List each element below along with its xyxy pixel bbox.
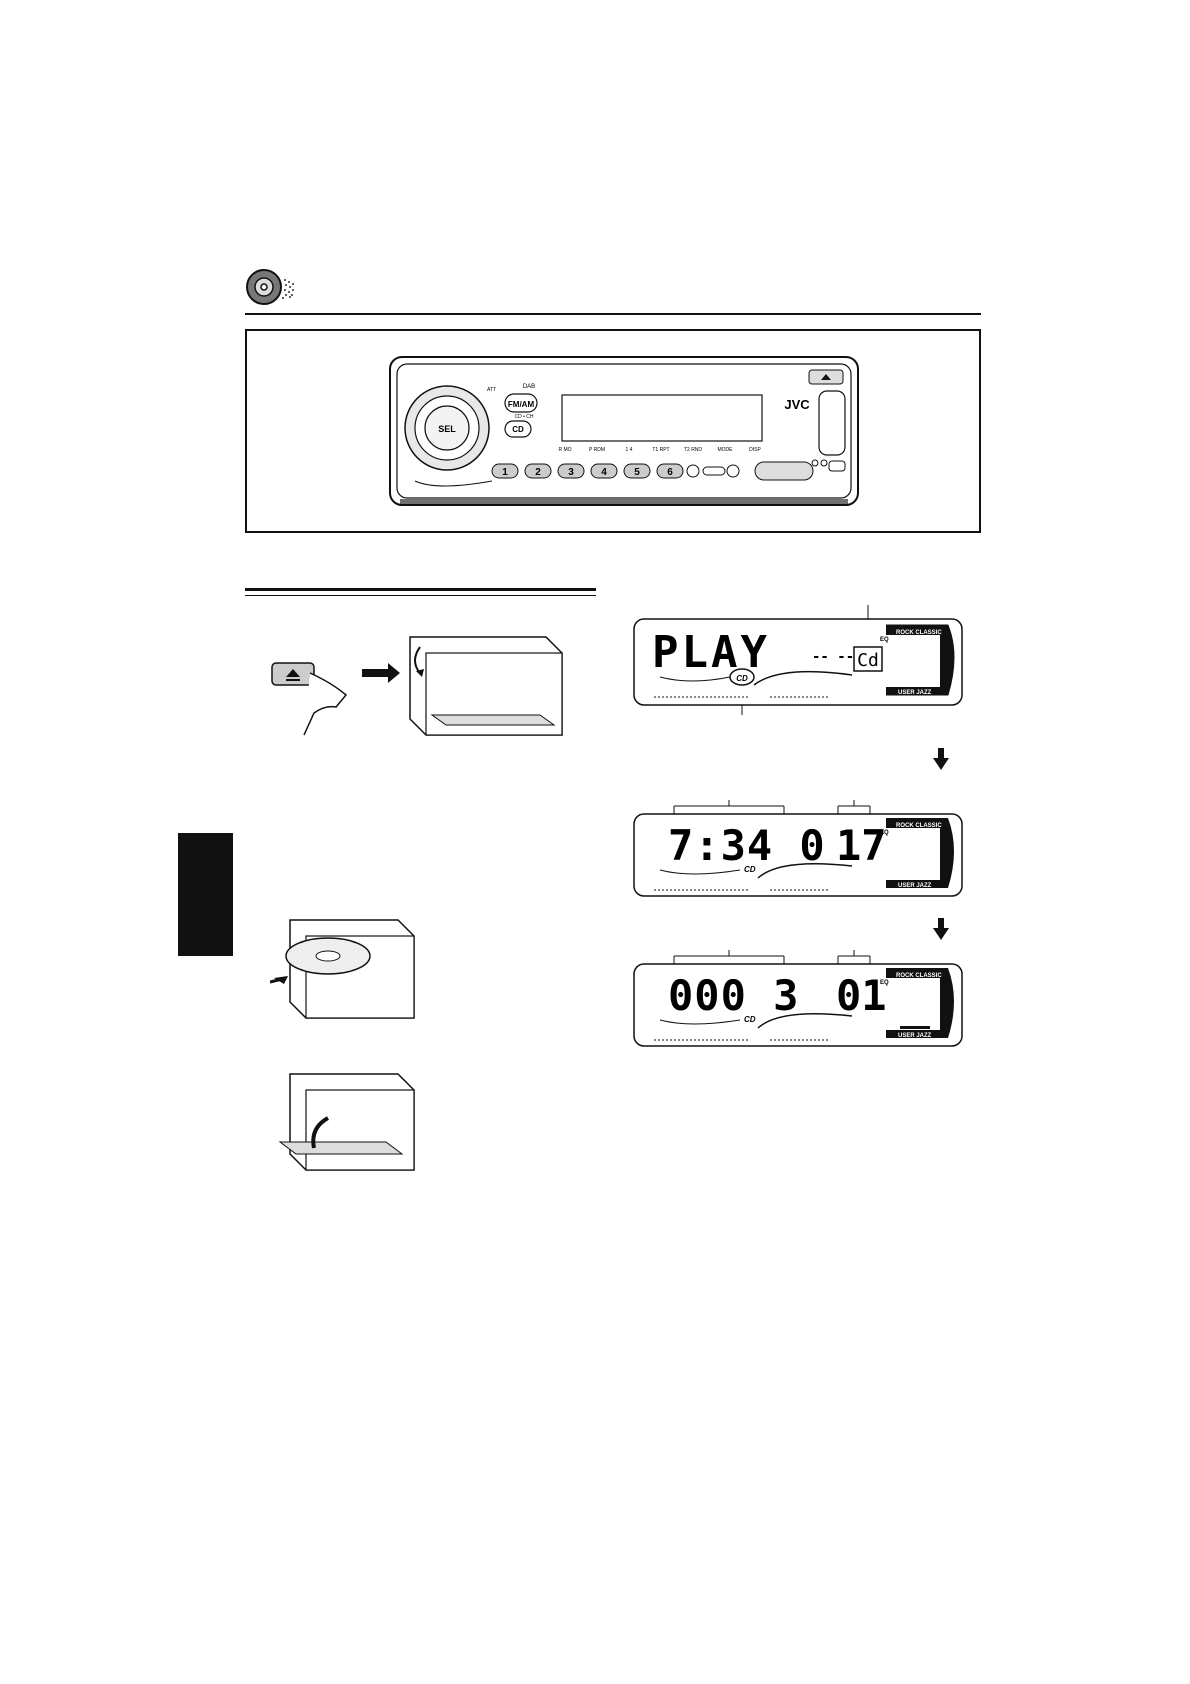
display-aux-text: -- --	[812, 649, 854, 665]
faceplate-illustration-frame: SEL FM/AM DAB CD CD • CH ATT JVC R MO P …	[245, 329, 981, 533]
rock-classic-label: ROCK CLASSIC	[896, 973, 942, 979]
eq-label: EQ	[880, 980, 889, 986]
preset-button-4[interactable]: 4	[601, 467, 607, 478]
down-arrow-icon	[933, 748, 949, 770]
jvc-logo: JVC	[784, 397, 810, 412]
display-main-text: PLAY	[652, 627, 770, 678]
preset-button-5[interactable]: 5	[634, 467, 640, 478]
preset-label-3: 1 4	[626, 447, 633, 453]
preset-label-4: T1 RPT	[652, 447, 669, 453]
display-play: PLAY -- -- Cd CD ROCK CLASSIC USER JAZZ …	[630, 595, 966, 715]
mode-label: MODE	[718, 447, 734, 453]
preset-label-2: P RDM	[589, 447, 605, 453]
preset-label-1: R MO	[558, 447, 571, 453]
cd-logo-text: CD	[744, 865, 756, 874]
eq-label: EQ	[880, 637, 889, 643]
sel-button-label[interactable]: SEL	[438, 424, 456, 434]
att-label: ATT	[487, 387, 496, 393]
close-arrow-icon	[311, 1116, 330, 1149]
header-rule	[245, 313, 981, 315]
preset-button-6[interactable]: 6	[667, 467, 673, 478]
user-jazz-label: USER JAZZ	[898, 1033, 932, 1039]
fm-am-button-label[interactable]: FM/AM	[508, 400, 535, 409]
cd-logo-text: CD	[736, 674, 748, 683]
user-jazz-label: USER JAZZ	[898, 690, 932, 696]
display-aux-text: 01	[836, 971, 887, 1020]
eject-icon	[286, 669, 300, 677]
preset-button-1[interactable]: 1	[502, 467, 508, 478]
car-stereo-faceplate: SEL FM/AM DAB CD CD • CH ATT JVC R MO P …	[389, 356, 859, 506]
preset-button-3[interactable]: 3	[568, 467, 574, 478]
display-main-text: 7:34 0	[668, 821, 826, 870]
preset-button-2[interactable]: 2	[535, 467, 541, 478]
cd-ch-label: CD • CH	[515, 414, 534, 420]
dab-label: DAB	[523, 384, 535, 390]
display-main-text: 000 3	[668, 971, 799, 1020]
eject-illustration	[270, 625, 570, 740]
close-panel-illustration	[270, 1072, 420, 1172]
rock-classic-label: ROCK CLASSIC	[896, 630, 942, 636]
eq-label: EQ	[880, 830, 889, 836]
display-source-text: Cd	[857, 650, 879, 671]
down-arrow-icon	[933, 918, 949, 940]
section-title-rule	[245, 588, 596, 591]
preset-label-5: T2 RND	[684, 447, 702, 453]
insert-disc-illustration	[269, 918, 420, 1020]
display-aux-text: 17	[836, 821, 887, 870]
cd-disc-icon	[245, 268, 297, 308]
arrow-right-icon	[362, 663, 400, 683]
user-jazz-label: USER JAZZ	[898, 883, 932, 889]
language-side-tab	[178, 833, 233, 956]
rock-classic-label: ROCK CLASSIC	[896, 823, 942, 829]
cd-logo-text: CD	[744, 1015, 756, 1024]
section-title-rule-thin	[245, 595, 596, 596]
display-time-track: 7:34 0 17 Cd CD ROCK CLASSIC USER JAZZ E…	[630, 800, 966, 900]
disp-label: DISP	[749, 447, 761, 453]
display-count-track: 000 3 01 Cd CD ROCK CLASSIC USER JAZZ EQ	[630, 950, 966, 1050]
cd-button-label[interactable]: CD	[512, 425, 524, 434]
